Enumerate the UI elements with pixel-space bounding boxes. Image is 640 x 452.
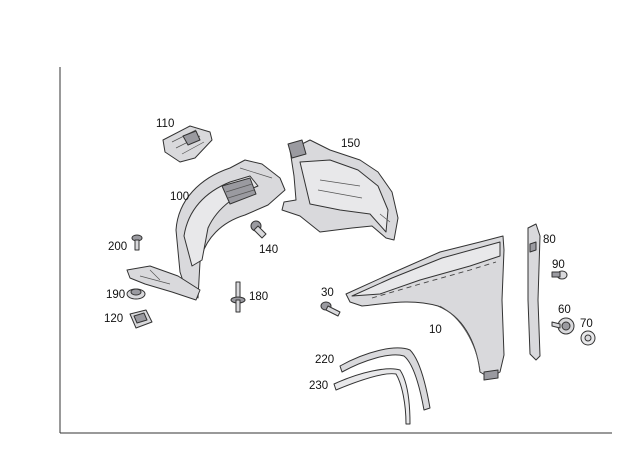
part-180-push-pin[interactable] (230, 281, 246, 313)
part-140-clip[interactable] (250, 220, 267, 239)
label-part-30: 30 (321, 287, 334, 299)
label-part-90: 90 (552, 259, 565, 271)
part-190-nut[interactable] (126, 288, 146, 300)
part-110-bracket[interactable] (162, 125, 213, 163)
label-part-200: 200 (108, 241, 127, 253)
part-220-trim-strip[interactable] (339, 347, 431, 411)
part-100-wheel-liner[interactable] (126, 159, 286, 301)
part-90-clip[interactable] (551, 270, 568, 280)
label-part-220: 220 (315, 354, 334, 366)
label-part-140: 140 (259, 244, 278, 256)
label-part-110: 110 (156, 118, 174, 130)
part-230-trim-strip[interactable] (333, 368, 411, 425)
label-part-190: 190 (106, 289, 125, 301)
label-part-230: 230 (309, 380, 328, 392)
label-part-70: 70 (580, 318, 593, 330)
part-150-rear-liner[interactable] (281, 139, 399, 241)
label-part-120: 120 (104, 313, 123, 325)
part-200-screw[interactable] (131, 234, 143, 251)
label-part-10: 10 (429, 324, 442, 336)
label-part-100: 100 (170, 191, 189, 203)
part-70-nut[interactable] (580, 330, 596, 346)
part-80-bracket[interactable] (527, 223, 541, 361)
label-part-180: 180 (249, 291, 268, 303)
part-120-clip-nut[interactable] (129, 309, 153, 329)
part-60-bolt[interactable] (551, 317, 575, 335)
label-part-80: 80 (543, 234, 556, 246)
label-part-150: 150 (341, 138, 360, 150)
part-30-bolt[interactable] (320, 301, 341, 317)
label-part-60: 60 (558, 304, 571, 316)
part-10-fender[interactable] (345, 235, 505, 381)
